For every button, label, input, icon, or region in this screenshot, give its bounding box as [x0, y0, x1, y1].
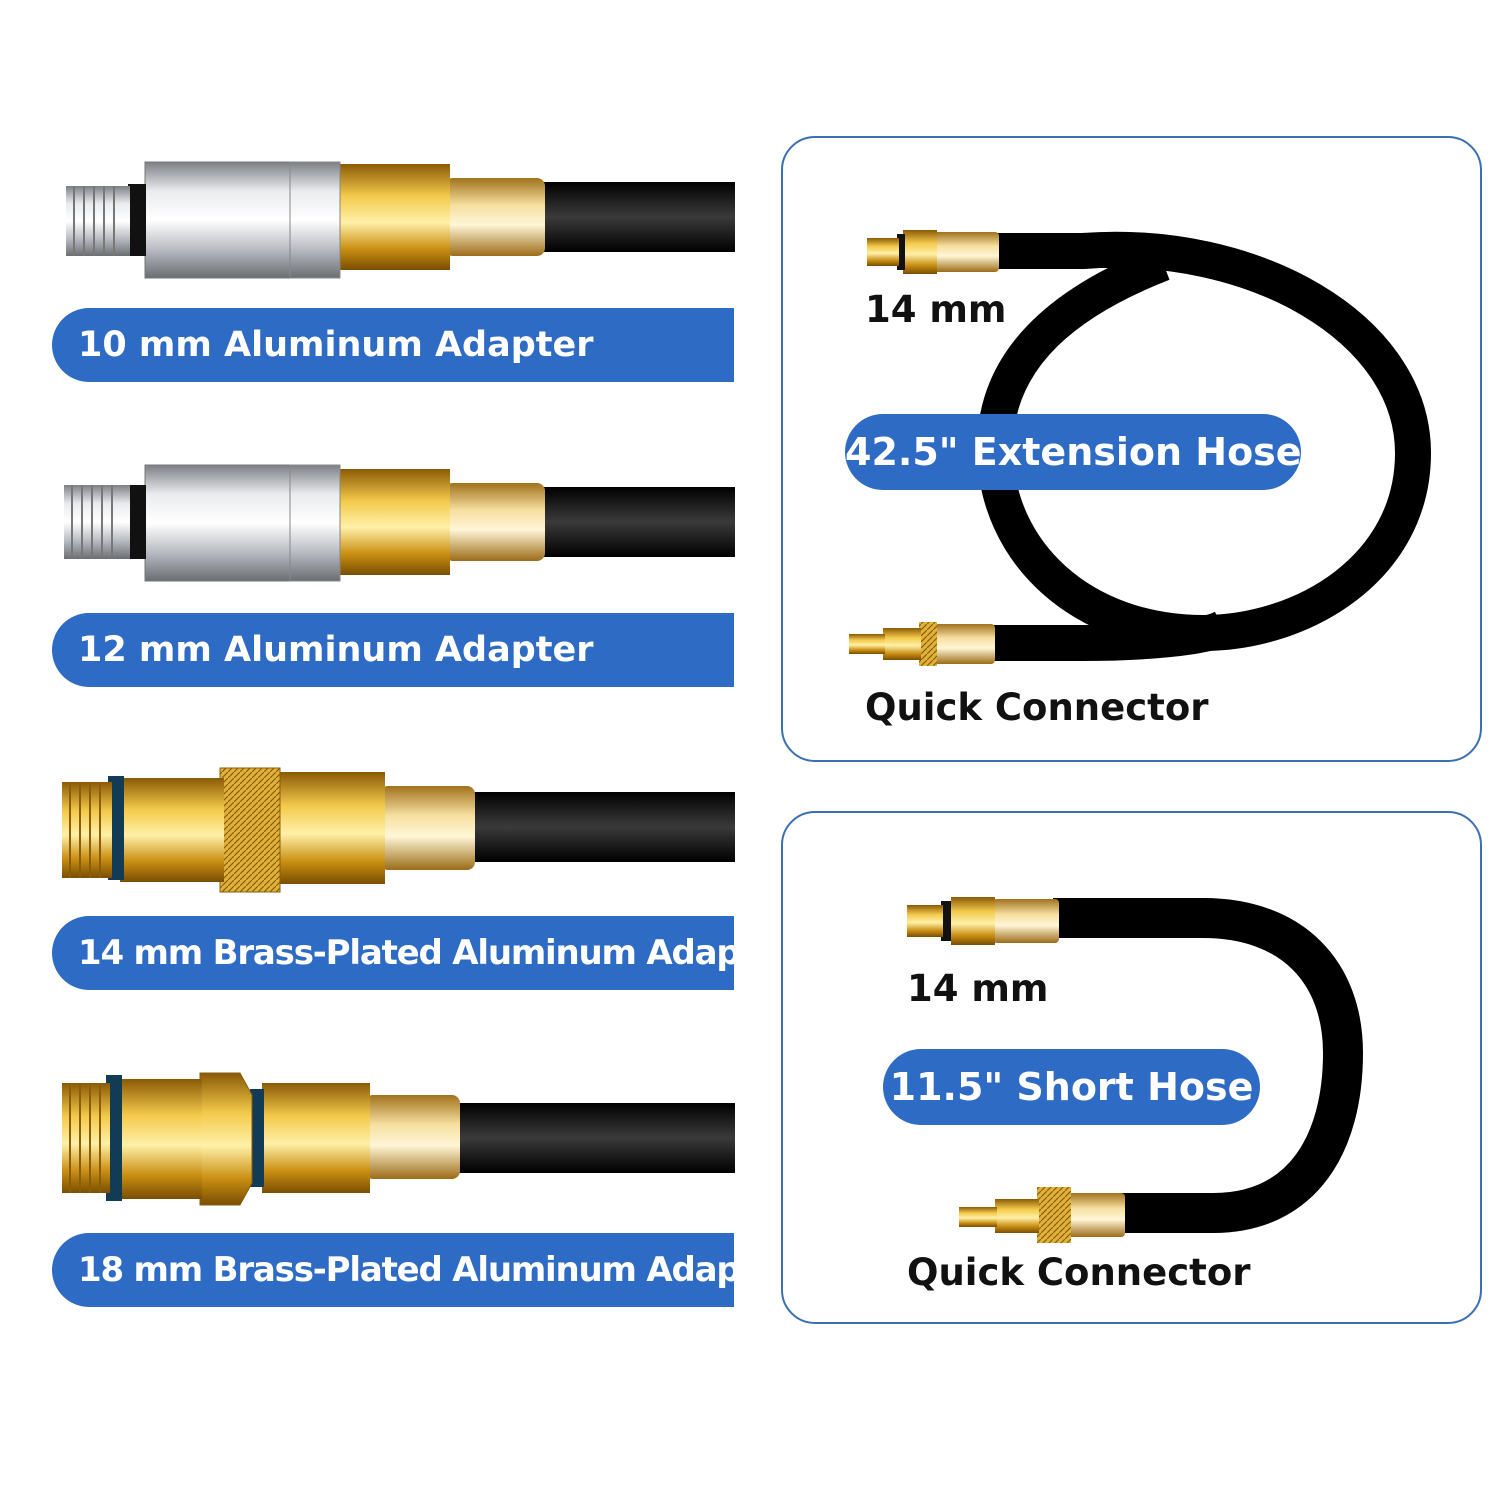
fitting-size-label: 14 mm — [907, 967, 1049, 1010]
adapter-row-12mm: 12 mm Aluminum Adapter — [0, 455, 740, 695]
brass-adapter-14mm-image — [62, 767, 735, 893]
short-hose-label: 11.5" Short Hose — [883, 1049, 1260, 1125]
extension-hose-label: 42.5" Extension Hose — [845, 414, 1302, 490]
adapter-label: 14 mm Brass-Plated Aluminum Adapter — [52, 916, 734, 990]
quick-connector-label: Quick Connector — [865, 686, 1209, 729]
adapter-label: 18 mm Brass-Plated Aluminum Adapter — [52, 1233, 734, 1307]
brass-adapter-18mm-image — [62, 1072, 735, 1206]
aluminum-adapter-10mm-image — [66, 161, 735, 279]
fitting-size-label: 14 mm — [865, 288, 1007, 331]
aluminum-adapter-12mm-image — [64, 464, 735, 582]
adapter-row-10mm: 10 mm Aluminum Adapter — [0, 150, 740, 390]
short-hose-image — [907, 897, 1364, 1243]
adapter-label: 12 mm Aluminum Adapter — [52, 613, 734, 687]
short-hose-panel: 14 mm 11.5" Short Hose Quick Connector — [781, 811, 1482, 1324]
adapter-row-18mm: 18 mm Brass-Plated Aluminum Adapter — [0, 1065, 740, 1310]
adapter-label: 10 mm Aluminum Adapter — [52, 308, 734, 382]
adapter-row-14mm: 14 mm Brass-Plated Aluminum Adapter — [0, 760, 740, 1000]
extension-hose-panel: 14 mm 42.5" Extension Hose Quick Connect… — [781, 136, 1482, 762]
extension-hose-image — [849, 230, 1432, 666]
quick-connector-label: Quick Connector — [907, 1251, 1251, 1294]
